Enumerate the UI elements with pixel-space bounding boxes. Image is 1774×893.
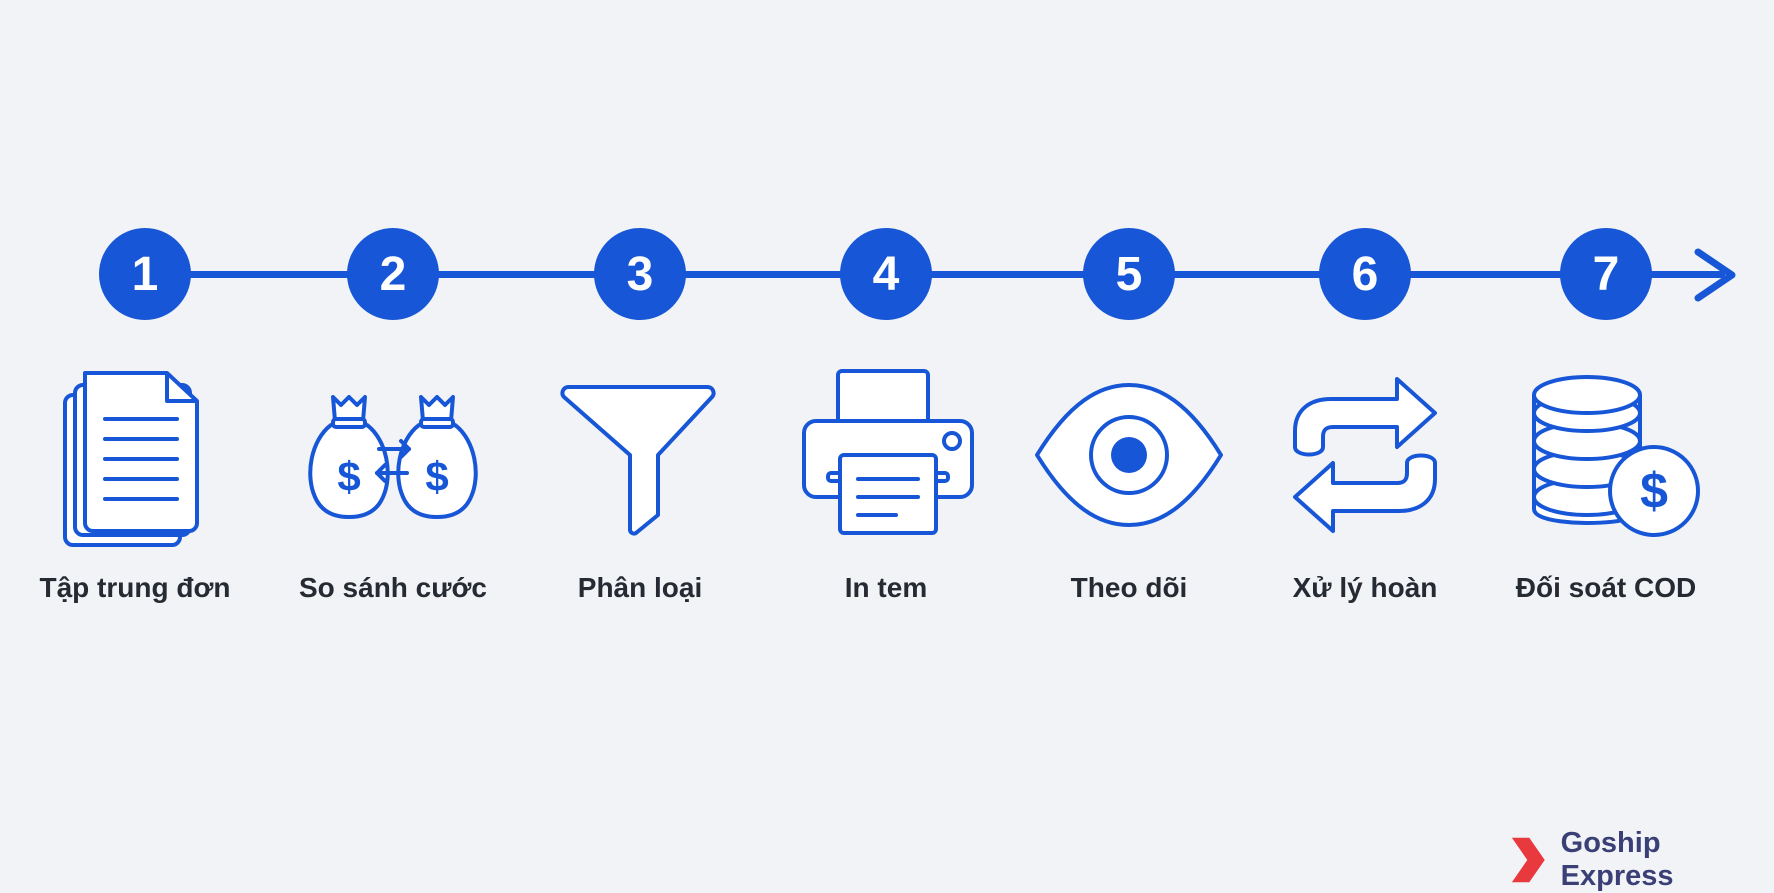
svg-text:$: $ xyxy=(1640,463,1668,519)
step-4-label: In tem xyxy=(844,572,928,603)
funnel-icon xyxy=(560,385,716,536)
printer-icon xyxy=(802,369,974,535)
svg-text:$: $ xyxy=(337,453,360,500)
timeline-arrowhead-icon xyxy=(1694,248,1736,302)
step-5-label: Theo dõi xyxy=(1070,572,1188,603)
svg-text:$: $ xyxy=(425,453,448,500)
coins-dollar-icon: $ xyxy=(1532,375,1700,537)
return-arrows-icon xyxy=(1293,377,1437,533)
step-3-label: Phân loại xyxy=(577,572,703,603)
step-6-label: Xử lý hoàn xyxy=(1292,572,1438,603)
money-bags-exchange-icon: $ $ xyxy=(308,395,478,519)
step-7-number: 7 xyxy=(1560,228,1652,320)
eye-icon xyxy=(1035,383,1223,527)
brand-name: Goship Express xyxy=(1560,827,1674,892)
step-6-number: 6 xyxy=(1319,228,1411,320)
step-2-number: 2 xyxy=(347,228,439,320)
step-5-number: 5 xyxy=(1083,228,1175,320)
step-1-label: Tập trung đơn xyxy=(39,572,231,603)
step-7-label: Đối soát COD xyxy=(1515,572,1697,603)
stacked-documents-icon xyxy=(63,371,199,547)
step-3-number: 3 xyxy=(594,228,686,320)
chevron-logo-icon xyxy=(1511,837,1545,883)
step-2-label: So sánh cước xyxy=(298,572,487,603)
timeline-line xyxy=(145,271,1725,278)
step-4-number: 4 xyxy=(840,228,932,320)
step-1-number: 1 xyxy=(99,228,191,320)
brand-logo: Goship Express xyxy=(1508,827,1774,892)
